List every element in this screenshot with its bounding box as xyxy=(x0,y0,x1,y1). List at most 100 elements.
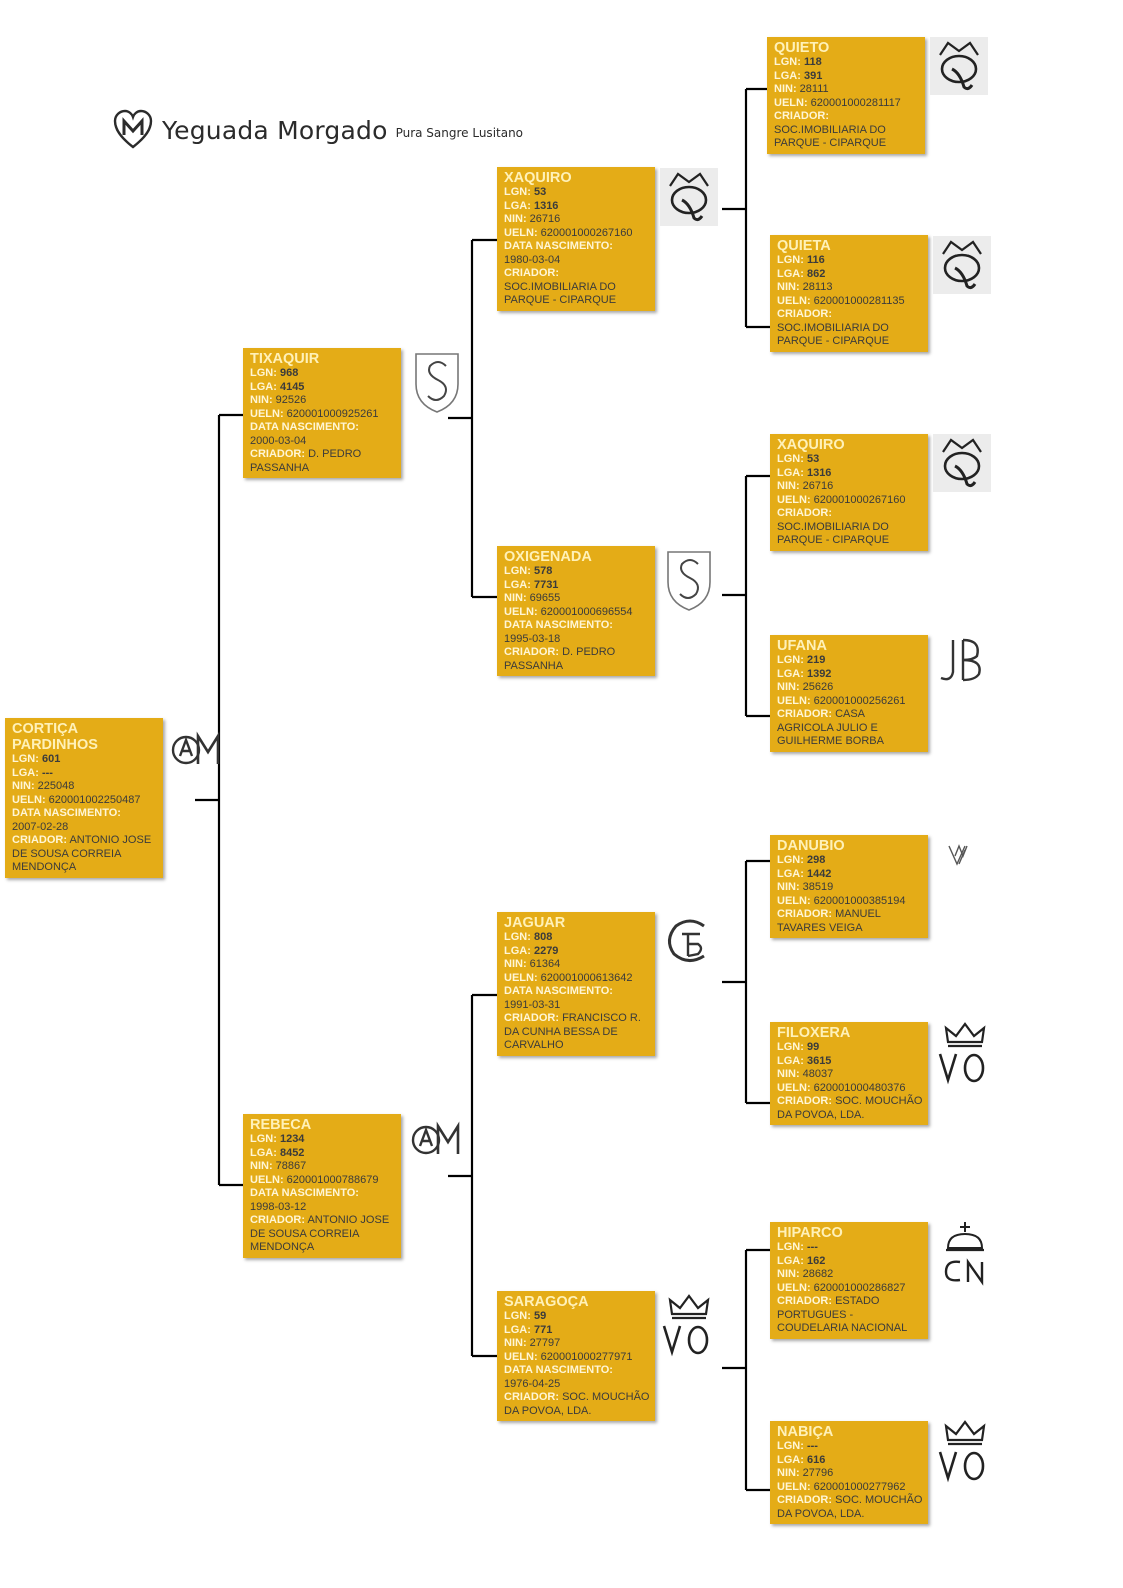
field-value: 26716 xyxy=(802,480,834,492)
field-nin: NIN: 28113 xyxy=(777,281,923,295)
field-nin: NIN: 25626 xyxy=(777,681,923,695)
field-value: 92526 xyxy=(275,394,307,406)
field-value: 53 xyxy=(806,453,820,465)
field-lga: LGA: 3615 xyxy=(777,1055,923,1069)
am-monogram-icon xyxy=(411,1121,460,1155)
field-value: 1980-03-04 xyxy=(504,253,561,266)
vo-crown-icon xyxy=(938,1022,986,1085)
field-value: 26716 xyxy=(529,213,561,225)
field-label: NIN: xyxy=(504,213,527,225)
horse-name: OXIGENADA xyxy=(504,549,592,565)
field-lgn: LGN: 116 xyxy=(777,254,923,268)
field-ueln: UELN: 620001000281117 xyxy=(774,97,920,111)
field-lgn: LGN: 53 xyxy=(777,453,923,467)
horse-name: HIPARCO xyxy=(777,1225,843,1241)
field-value: SOC. MOUCHÃO DA POVOA, LDA. xyxy=(777,1494,923,1520)
field-lga: LGA: 4145 xyxy=(250,381,396,395)
field-value: 116 xyxy=(806,254,825,266)
field-value: 7731 xyxy=(533,578,559,591)
field-lgn: LGN: 1234 xyxy=(250,1133,396,1147)
field-label: UELN: xyxy=(777,894,811,907)
field-value: 616 xyxy=(806,1453,826,1466)
field-value: MANUEL TAVARES VEIGA xyxy=(777,908,881,934)
horse-name: JAGUAR xyxy=(504,915,566,931)
vm-monogram-icon xyxy=(948,844,968,866)
field-nin: NIN: 26716 xyxy=(777,480,923,494)
field-birth: DATA NASCIMENTO:2007-02-28 xyxy=(12,807,158,834)
field-value: 1316 xyxy=(533,199,559,212)
field-value: SOC.IMOBILIARIA DO PARQUE - CIPARQUE xyxy=(777,520,890,547)
field-value: 225048 xyxy=(37,780,75,792)
field-value: 1976-04-25 xyxy=(504,1377,561,1390)
field-value: 620001000613642 xyxy=(540,971,633,984)
field-label: LGA: xyxy=(777,1054,804,1067)
field-label: LGN: xyxy=(777,1440,804,1452)
field-value: 620001000480376 xyxy=(813,1081,906,1094)
field-label: UELN: xyxy=(504,971,538,984)
field-label: CRIADOR: xyxy=(777,908,832,920)
field-value: ANTONIO JOSE DE SOUSA CORREIA MENDONÇA xyxy=(250,1214,390,1253)
field-lgn: LGN: --- xyxy=(777,1241,923,1255)
field-value: 808 xyxy=(533,931,553,943)
field-value: 620001000267160 xyxy=(813,493,906,506)
field-nin: NIN: 38519 xyxy=(777,881,923,895)
field-label: LGN: xyxy=(250,1133,277,1145)
q-crown-icon xyxy=(660,168,718,226)
field-value: 118 xyxy=(803,56,822,68)
field-label: LGN: xyxy=(12,753,39,765)
field-label: CRIADOR: xyxy=(250,1214,305,1226)
field-label: CRIADOR: xyxy=(12,834,67,846)
logo: Yeguada Morgado Pura Sangre Lusitano xyxy=(112,108,523,152)
field-label: LGA: xyxy=(504,199,531,212)
field-ueln: UELN: 620001000267160 xyxy=(777,494,923,508)
field-lgn: LGN: --- xyxy=(777,1440,923,1454)
field-nin: NIN: 48037 xyxy=(777,1068,923,1082)
field-lga: LGA: 7731 xyxy=(504,579,650,593)
field-breeder: CRIADOR: D. PEDRO PASSANHA xyxy=(504,646,650,673)
field-nin: NIN: 225048 xyxy=(12,780,158,794)
field-label: DATA NASCIMENTO: xyxy=(12,807,121,819)
field-value: 1316 xyxy=(806,466,832,479)
vo-crown-icon xyxy=(938,1420,986,1483)
field-label: DATA NASCIMENTO: xyxy=(504,1364,613,1376)
field-label: LGN: xyxy=(504,565,531,577)
field-value: 3615 xyxy=(806,1054,832,1067)
field-value: 28682 xyxy=(802,1268,834,1280)
field-lga: LGA: 2279 xyxy=(504,945,650,959)
field-value: ANTONIO JOSE DE SOUSA CORREIA MENDONÇA xyxy=(12,834,152,873)
field-value: 69655 xyxy=(529,592,561,604)
field-lgn: LGN: 808 xyxy=(504,931,650,945)
field-birth: DATA NASCIMENTO:1995-03-18 xyxy=(504,619,650,646)
field-breeder: CRIADOR: MANUEL TAVARES VEIGA xyxy=(777,908,923,935)
field-value: 620001000925261 xyxy=(286,407,379,420)
field-breeder: CRIADOR: ESTADO PORTUGUES - COUDELARIA N… xyxy=(777,1295,923,1336)
field-value: 1995-03-18 xyxy=(504,632,561,645)
field-value: 28113 xyxy=(802,281,833,293)
field-lgn: LGN: 601 xyxy=(12,753,158,767)
field-label: UELN: xyxy=(777,694,811,707)
field-breeder: CRIADOR: ANTONIO JOSE DE SOUSA CORREIA M… xyxy=(12,834,158,875)
field-label: NIN: xyxy=(504,592,527,604)
s-shield-icon xyxy=(415,353,459,413)
field-label: LGN: xyxy=(777,1041,804,1053)
field-label: LGN: xyxy=(250,367,277,379)
fb-monogram-icon xyxy=(668,919,705,962)
field-value: 1392 xyxy=(806,667,832,680)
field-ueln: UELN: 620001000256261 xyxy=(777,695,923,709)
